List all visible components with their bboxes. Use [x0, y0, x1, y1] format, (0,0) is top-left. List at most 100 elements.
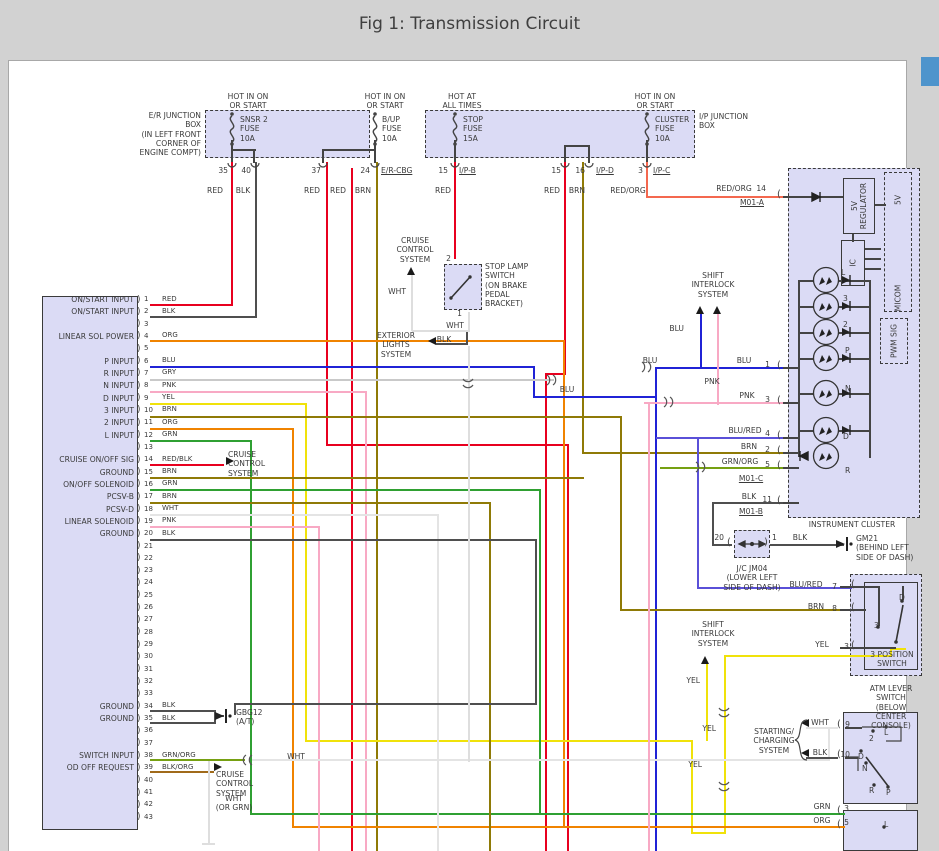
connector-ref-label[interactable]: M01-C	[738, 474, 764, 483]
wire-segment	[231, 162, 233, 305]
wire-color-label: BLK	[162, 306, 176, 315]
diagram-label: D	[899, 593, 905, 602]
wire-segment	[150, 391, 367, 393]
pin-number: 25	[144, 590, 153, 599]
wire-segment	[620, 609, 852, 611]
pin-function-label: 3 INPUT	[104, 405, 134, 415]
wire-segment	[150, 539, 537, 541]
diagram-label: BLU	[736, 356, 752, 365]
wire-segment	[806, 727, 838, 729]
wire-segment	[902, 586, 904, 600]
diagram-label: 3	[638, 166, 643, 175]
pin-function-label: GROUND	[99, 701, 134, 711]
connector-ref-label[interactable]: I/P-C	[653, 166, 671, 175]
wire-segment	[150, 340, 565, 342]
diagram-label: BLK	[741, 492, 757, 501]
wire-color-label: RED/BLK	[162, 454, 193, 463]
wire-segment	[799, 393, 814, 395]
diagram-label: YEL	[686, 676, 700, 685]
pin-socket-icon: )	[137, 491, 141, 502]
wire-segment	[646, 162, 648, 198]
wire-segment	[150, 771, 214, 773]
pin-number: 16	[144, 479, 153, 488]
diagram-label: STARTING/ CHARGING SYSTEM	[753, 727, 795, 755]
atm-lever-switch-box	[850, 574, 922, 676]
wire-segment	[150, 464, 224, 466]
connector-ref-label[interactable]: E/R-CBG	[381, 166, 413, 175]
pin-number: 11	[144, 418, 153, 427]
pin-function-label: L INPUT	[104, 430, 134, 440]
pin-socket-icon: )	[137, 762, 141, 773]
diagram-label: (	[777, 445, 781, 456]
wire-segment	[150, 440, 252, 442]
pin-function-label: GROUND	[99, 714, 134, 724]
wire-segment	[150, 722, 216, 724]
wire-segment	[712, 544, 732, 546]
diode-icon	[798, 191, 822, 462]
wire-segment	[150, 366, 535, 368]
wire-segment	[255, 162, 257, 317]
wire-segment	[150, 416, 622, 418]
diagram-label: RED	[207, 186, 223, 195]
wire-segment	[150, 526, 320, 528]
pin-number: 1	[144, 295, 149, 303]
wire-segment	[582, 452, 785, 454]
pin-number: 27	[144, 615, 153, 624]
switch-internal-lines	[845, 726, 902, 771]
wire-color-label: GRN	[162, 430, 178, 439]
diagram-label: 2	[446, 254, 451, 263]
wire-segment	[706, 663, 708, 741]
wire-segment	[799, 358, 814, 360]
wire-segment	[292, 826, 845, 828]
pin-function-label: ON/OFF SOLENOID	[63, 479, 134, 489]
optocoupler-icon-2	[812, 318, 851, 346]
diagram-label: RED	[544, 186, 560, 195]
diagram-label: P	[886, 788, 891, 797]
diagram-label: R	[845, 466, 851, 475]
diagram-label: BRN	[354, 186, 372, 195]
wire-segment	[840, 586, 878, 588]
diagram-label: 14	[756, 184, 766, 193]
switch-contact-dot	[449, 275, 904, 829]
pin-socket-icon: )	[137, 738, 141, 749]
wire-segment	[150, 514, 439, 516]
wire-segment	[150, 316, 257, 318]
pin-number: 24	[144, 578, 153, 587]
diagram-label: HOT IN ON OR START	[364, 92, 406, 111]
connector-ref-label[interactable]: M01-B	[739, 507, 763, 516]
diagram-label: 2	[843, 320, 848, 329]
pin-number: 38	[144, 751, 153, 760]
wire-color-label: PNK	[162, 380, 177, 389]
diagram-label: B/UP FUSE 10A	[382, 115, 402, 143]
wire-segment	[436, 343, 468, 345]
pin-number: 15	[144, 467, 153, 476]
pin-number: 5	[144, 344, 149, 353]
connector-ref-label[interactable]: M01-A	[740, 198, 764, 207]
scrollbar-thumb[interactable]	[921, 57, 939, 86]
pin-socket-icon: )	[137, 541, 141, 551]
wire-segment	[865, 258, 881, 260]
diagram-label: 3	[765, 395, 770, 404]
pin-function-label: CRUISE ON/OFF SIG	[59, 455, 134, 465]
diagram-label: 5	[765, 460, 770, 469]
connector-ref-label[interactable]: I/P-D	[596, 166, 614, 175]
connector-ref-label[interactable]: I/P-B	[459, 166, 476, 175]
diagram-label: 2	[765, 445, 770, 454]
pin-socket-icon: )	[137, 713, 141, 724]
diagram-label: (	[851, 579, 855, 590]
arrow-up	[407, 267, 415, 275]
wire-segment	[231, 140, 233, 163]
pwm-sig-box	[880, 318, 908, 364]
diagram-label: 10	[840, 750, 850, 759]
wire-color-label: BLK	[162, 701, 176, 710]
pin-socket-icon	[227, 162, 652, 168]
wire-segment	[700, 313, 702, 369]
wire-segment	[468, 346, 470, 762]
pin-socket-icon: )	[137, 331, 141, 342]
wire-color-label: BLK/ORG	[162, 762, 194, 771]
pin-socket-icon: )	[137, 417, 141, 428]
diagram-label: WHT (OR GRN)	[215, 794, 253, 813]
pin-number: 26	[144, 603, 153, 612]
wire-segment	[412, 330, 469, 332]
diagram-label: YEL	[815, 640, 829, 649]
